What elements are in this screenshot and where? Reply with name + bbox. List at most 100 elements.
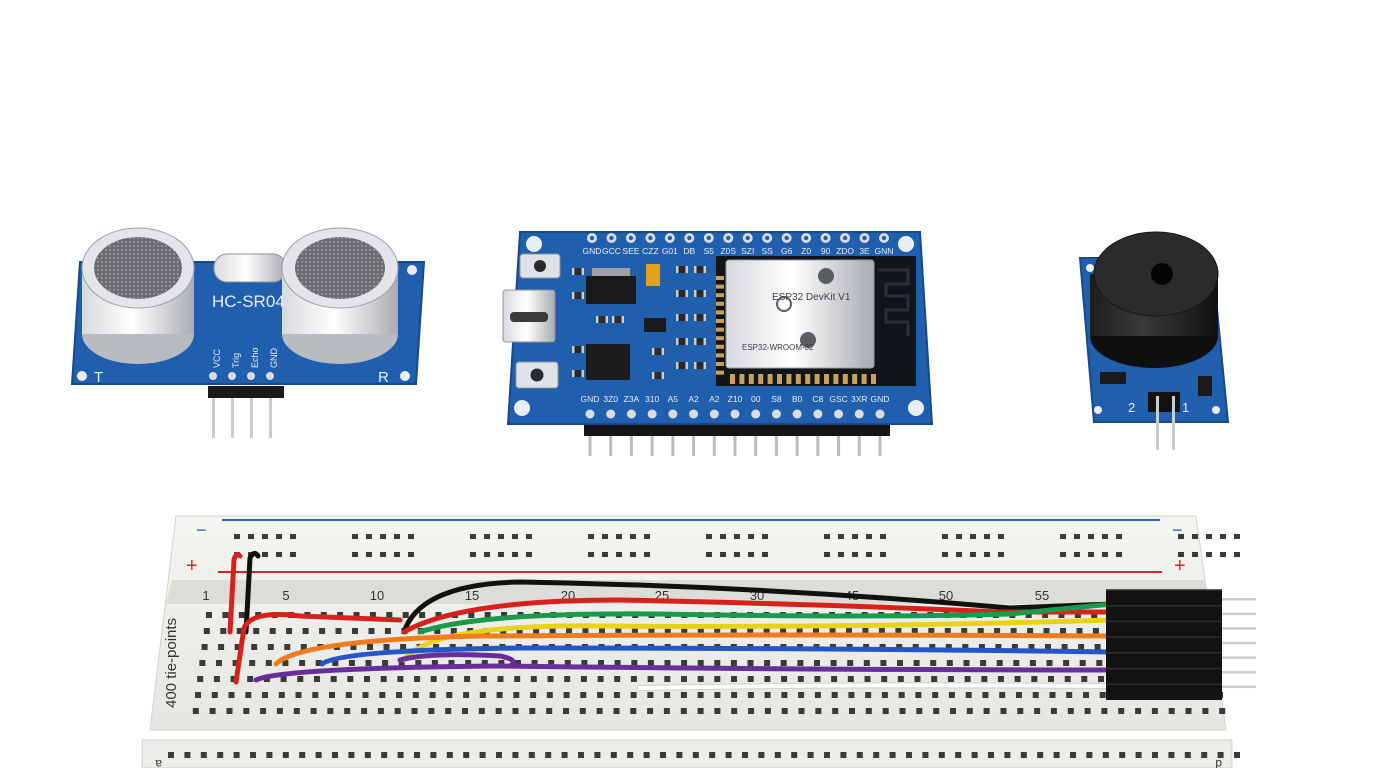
terminal-hole [230, 676, 237, 682]
terminal-hole [1067, 708, 1074, 714]
terminal-hole [1094, 644, 1101, 650]
terminal-hole [293, 708, 300, 714]
board-header-pin [712, 436, 716, 456]
terminal-hole [412, 692, 419, 698]
lower-hole [168, 752, 174, 758]
smd-pad [676, 362, 679, 369]
terminal-hole [433, 644, 440, 650]
terminal-hole [928, 628, 935, 634]
terminal-hole [496, 692, 503, 698]
terminal-hole [846, 628, 852, 634]
terminal-hole [498, 660, 505, 666]
jumper-wire [273, 632, 1115, 667]
usb-uart-chip [586, 344, 630, 380]
lower-hole [758, 752, 765, 758]
terminal-hole [897, 676, 904, 682]
terminal-hole [764, 660, 771, 666]
lower-hole [971, 752, 978, 758]
rail-hole [630, 552, 636, 557]
board-pin-hole-center [726, 235, 731, 241]
terminal-hole [580, 692, 587, 698]
terminal-hole [1081, 676, 1088, 682]
board-top-pin-holes [587, 233, 889, 243]
terminal-hole [915, 692, 922, 698]
smd-pad [685, 266, 688, 273]
terminal-hole [199, 660, 206, 666]
usb-port[interactable] [502, 289, 556, 343]
terminal-hole [647, 692, 654, 698]
rail-hole [408, 552, 414, 557]
terminal-hole [314, 676, 320, 682]
terminal-hole [780, 660, 787, 666]
jumper-wire [401, 597, 1115, 635]
smd-part [652, 348, 664, 355]
rail-hole [720, 534, 726, 539]
board-header-pin [795, 436, 799, 456]
jumper-wire [233, 612, 403, 685]
terminal-hole [1202, 708, 1209, 714]
terminal-hole [396, 692, 402, 698]
terminal-hole [1076, 628, 1083, 634]
lower-hole [840, 752, 847, 758]
module-pin [767, 374, 773, 384]
lower-hole [1070, 752, 1076, 758]
terminal-hole [747, 676, 754, 682]
board-top-pin-label: DB [683, 246, 695, 256]
terminal-hole [414, 676, 421, 682]
rail-hole [394, 552, 400, 557]
terminal-hole [731, 676, 737, 682]
terminal-hole [330, 676, 337, 682]
terminal-hole [981, 676, 988, 682]
terminal-hole [209, 708, 216, 714]
board-top-pin-label: G01 [662, 246, 678, 256]
terminal-hole [419, 612, 426, 618]
rail-hole [408, 534, 414, 539]
board-bottom-pin-label: GND [871, 394, 890, 404]
terminal-hole [848, 692, 855, 698]
buzzer-module: 2 1 [1078, 231, 1230, 450]
lower-hole [676, 752, 683, 758]
header-pin [1222, 627, 1256, 630]
terminal-hole [365, 660, 372, 666]
terminal-hole [965, 692, 972, 698]
lower-hole [1184, 752, 1191, 758]
terminal-hole [847, 660, 854, 666]
rail-hole [880, 534, 886, 539]
terminal-hole [797, 660, 804, 666]
lower-hole [1037, 752, 1044, 758]
terminal-hole [681, 660, 688, 666]
column-label: 1 [202, 588, 209, 603]
terminal-hole [1032, 692, 1039, 698]
terminal-hole [350, 644, 357, 650]
header-pin [1222, 656, 1256, 659]
terminal-hole [286, 628, 293, 634]
terminal-hole [529, 708, 536, 714]
rail-hole [380, 534, 386, 539]
terminal-hole [933, 708, 940, 714]
reset-button[interactable] [515, 361, 559, 389]
header-pins [1222, 598, 1256, 689]
smd-pad [685, 290, 688, 297]
terminal-hole [531, 660, 538, 666]
terminal-hole [814, 676, 821, 682]
smd-components [572, 266, 706, 379]
lower-hole [725, 752, 732, 758]
terminal-hole [310, 708, 317, 714]
terminal-hole [1084, 708, 1091, 714]
smd-pad [703, 362, 706, 369]
board-top-pin-label: S5 [704, 246, 715, 256]
terminal-hole [849, 708, 855, 714]
terminal-hole [880, 660, 887, 666]
board-pin-hole [875, 409, 885, 419]
rail-hole [484, 552, 490, 557]
lower-hole [381, 752, 388, 758]
rail-hole [644, 552, 650, 557]
rail-hole [942, 534, 948, 539]
rail-hole [998, 534, 1004, 539]
boot-button[interactable] [519, 253, 561, 279]
terminal-hole [402, 612, 409, 618]
smd-part [572, 370, 584, 377]
lower-hole [742, 752, 748, 758]
terminal-hole [615, 628, 622, 634]
lower-hole [627, 752, 634, 758]
